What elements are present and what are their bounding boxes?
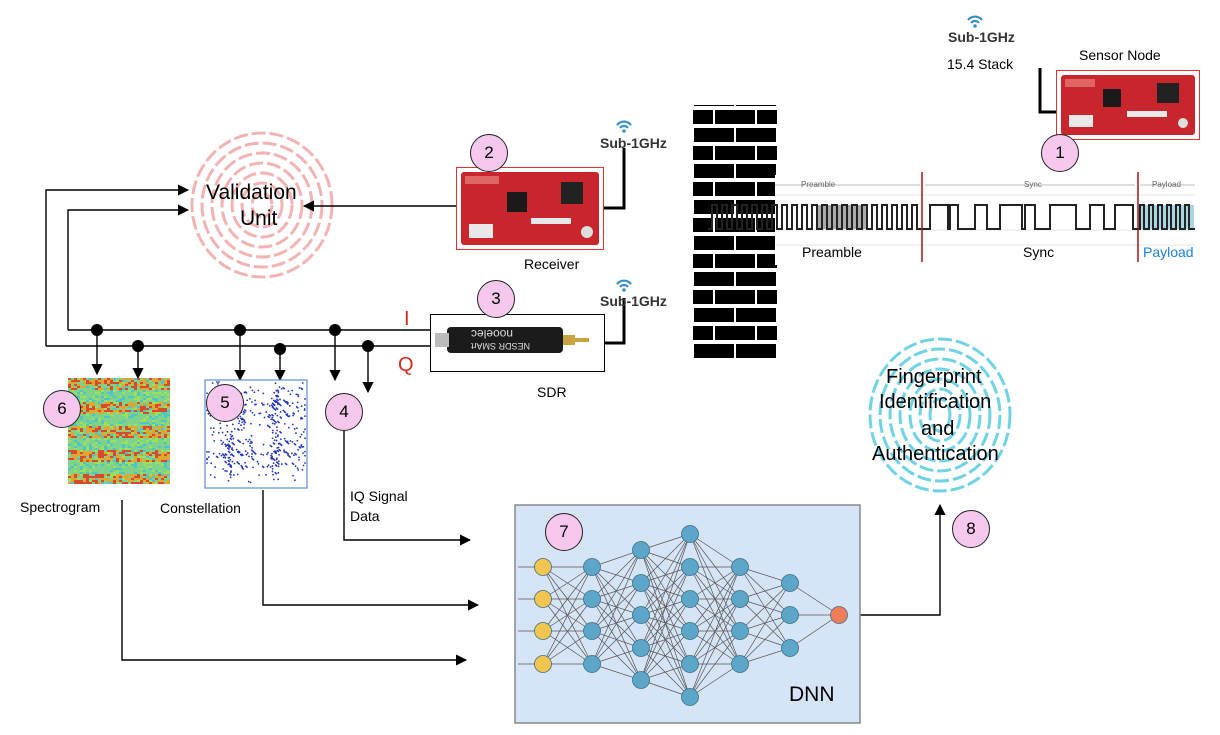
sub1ghz-label: Sub-1GHz bbox=[600, 135, 667, 151]
dnn-hidden-node bbox=[731, 655, 749, 673]
dnn-hidden-node bbox=[681, 590, 699, 608]
sync-header-label: Sync bbox=[1024, 180, 1042, 189]
dnn-hidden-node bbox=[681, 525, 699, 543]
fingerprint-icon bbox=[190, 131, 334, 279]
sensor-node-board bbox=[1056, 70, 1200, 140]
preamble-label: Preamble bbox=[802, 244, 862, 260]
step-badge: 1 bbox=[1041, 134, 1079, 172]
dnn-hidden-node bbox=[583, 590, 601, 608]
dnn-input-node bbox=[534, 655, 552, 673]
validation-unit-label: Unit bbox=[240, 207, 278, 230]
fingerprint-label: and bbox=[921, 418, 955, 440]
spectrogram-image bbox=[68, 378, 170, 484]
wifi-icon bbox=[616, 279, 632, 292]
sdr-device: nooelec NESDR SMArt bbox=[430, 314, 605, 372]
sync-label: Sync bbox=[1023, 244, 1055, 260]
dnn-hidden-node bbox=[731, 622, 749, 640]
spectrogram-label: Spectrogram bbox=[20, 499, 101, 515]
iq-data-label: Data bbox=[350, 508, 380, 524]
sdr-model-label: NESDR SMArt bbox=[471, 341, 531, 351]
dnn-output-node bbox=[830, 606, 848, 624]
dnn-hidden-node bbox=[781, 606, 799, 624]
dnn-hidden-node bbox=[632, 671, 650, 689]
step-badge: 7 bbox=[545, 513, 583, 551]
constellation-label: Constellation bbox=[160, 500, 241, 516]
dnn-input-node bbox=[534, 590, 552, 608]
payload-header-label: Payload bbox=[1152, 180, 1181, 189]
stack-label: 15.4 Stack bbox=[947, 56, 1014, 72]
receiver-board bbox=[456, 167, 604, 250]
step-badge: 6 bbox=[43, 390, 81, 428]
sub1ghz-label: Sub-1GHz bbox=[948, 29, 1015, 45]
payload-label: Payload bbox=[1143, 244, 1194, 260]
dnn-hidden-node bbox=[681, 558, 699, 576]
dnn-hidden-node bbox=[781, 639, 799, 657]
step-badge: 2 bbox=[470, 134, 508, 172]
preamble-header-label: Preamble bbox=[801, 180, 836, 189]
sensor-node-label: Sensor Node bbox=[1079, 47, 1161, 63]
dnn-hidden-node bbox=[731, 590, 749, 608]
dnn-hidden-node bbox=[583, 622, 601, 640]
receiver-label: Receiver bbox=[524, 256, 580, 272]
brick-wall-icon bbox=[693, 105, 777, 360]
q-channel-label: Q bbox=[398, 354, 414, 376]
circuit-board-icon bbox=[461, 172, 599, 245]
dnn-hidden-node bbox=[781, 574, 799, 592]
sub1ghz-logo: Sub-1GHz bbox=[598, 115, 678, 157]
dnn-hidden-node bbox=[632, 639, 650, 657]
sub1ghz-logo: Sub-1GHz bbox=[946, 8, 1026, 50]
dnn-hidden-node bbox=[583, 655, 601, 673]
wifi-icon bbox=[616, 120, 632, 133]
circuit-board-icon bbox=[1061, 75, 1195, 135]
sdr-label: SDR bbox=[537, 384, 567, 400]
fingerprint-label: Fingerprint bbox=[886, 366, 982, 388]
dnn-hidden-node bbox=[583, 558, 601, 576]
dnn-label: DNN bbox=[789, 683, 835, 706]
dnn-hidden-node bbox=[632, 541, 650, 559]
step-badge: 4 bbox=[325, 393, 363, 431]
iq-data-label: IQ Signal bbox=[350, 488, 408, 504]
step-badge: 3 bbox=[477, 280, 515, 318]
step-badge: 5 bbox=[206, 384, 244, 422]
dnn-hidden-node bbox=[632, 606, 650, 624]
step-badge: 8 bbox=[952, 510, 990, 548]
fingerprint-label: Authentication bbox=[872, 443, 999, 465]
fingerprint-label: Identification bbox=[879, 391, 992, 413]
dnn-hidden-node bbox=[632, 574, 650, 592]
dnn-hidden-node bbox=[681, 622, 699, 640]
wifi-icon bbox=[967, 15, 983, 28]
packet-waveform bbox=[708, 172, 1195, 265]
dnn-input-node bbox=[534, 558, 552, 576]
validation-unit-label: Validation bbox=[206, 181, 297, 204]
sub1ghz-label: Sub-1GHz bbox=[600, 293, 667, 309]
i-channel-label: I bbox=[404, 308, 410, 330]
usb-sdr-icon bbox=[435, 327, 589, 353]
dnn-input-node bbox=[534, 622, 552, 640]
dnn-hidden-node bbox=[731, 558, 749, 576]
dnn-hidden-node bbox=[681, 655, 699, 673]
sub1ghz-logo: Sub-1GHz bbox=[598, 274, 678, 316]
sdr-brand-label: nooelec bbox=[471, 327, 514, 341]
dnn-hidden-node bbox=[681, 688, 699, 706]
fingerprint-icon bbox=[868, 337, 1012, 493]
